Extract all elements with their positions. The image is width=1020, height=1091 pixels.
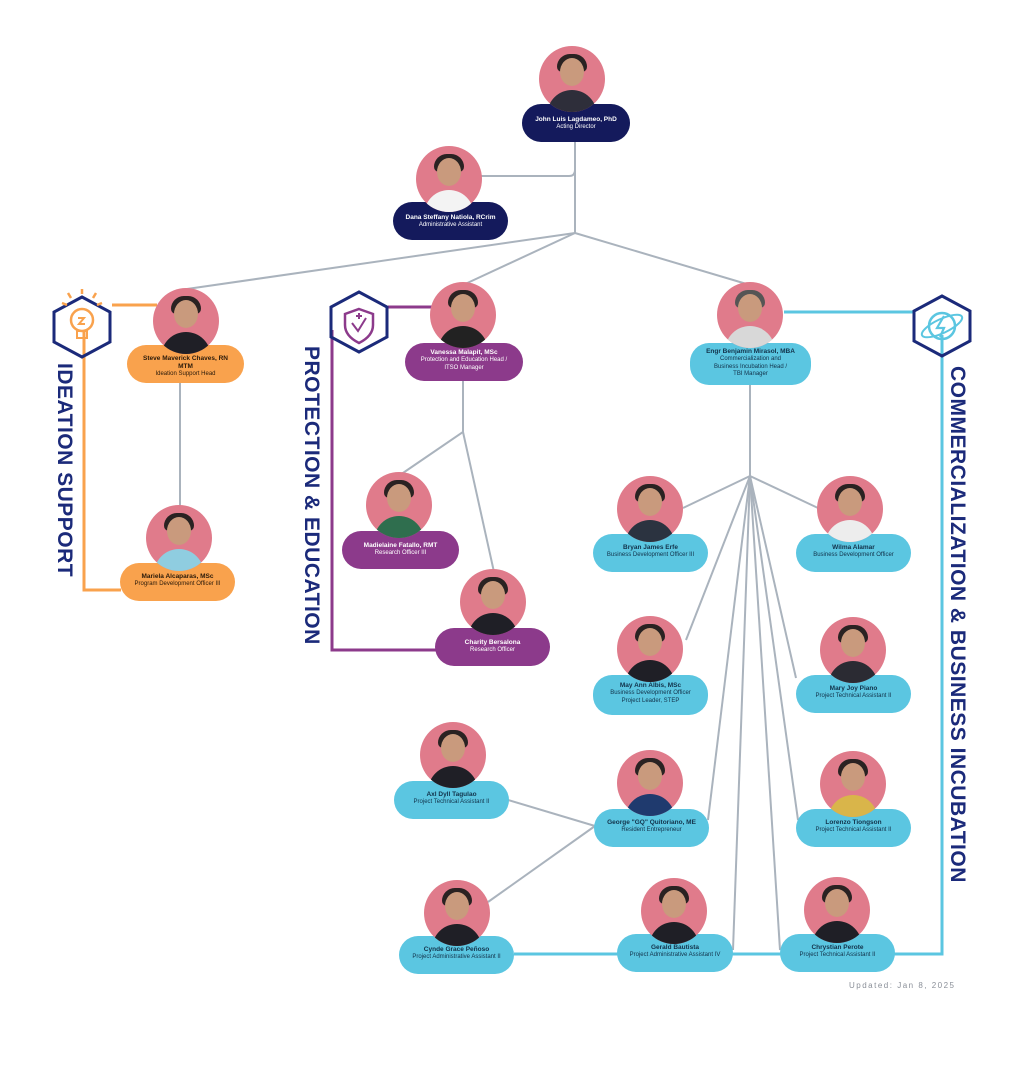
- avatar: [617, 476, 683, 542]
- person-title: Ideation Support Head: [155, 371, 216, 378]
- name-card: Engr Benjamin Mirasol, MBA Commercializa…: [690, 343, 811, 385]
- name-card: George "GQ" Quitoriano, ME Resident Entr…: [594, 809, 709, 847]
- avatar: [817, 476, 883, 542]
- avatar: [641, 878, 707, 944]
- person-title: Administrative Assistant: [418, 222, 483, 229]
- connector-protection-research1: [399, 380, 464, 476]
- person-name: Steve Maverick Chaves, RN MTM: [143, 355, 228, 371]
- protection-bracket: [330, 305, 437, 652]
- avatar: [416, 146, 482, 212]
- connector-to-tiongson: [749, 475, 799, 821]
- person-name: George "GQ" Quitoriano, ME: [607, 819, 696, 826]
- updated-date: Updated: Jan 8, 2025: [849, 981, 956, 990]
- person-name: Wilma Alamar: [832, 544, 875, 551]
- person-name: John Luis Lagdameo, PhD: [535, 116, 617, 123]
- avatar: [617, 616, 683, 682]
- name-card: Steve Maverick Chaves, RN MTM Ideation S…: [127, 345, 244, 383]
- person-title: Project Administrative Assistant II: [412, 954, 501, 961]
- person-name: Gerald Bautista: [650, 944, 700, 951]
- avatar: [366, 472, 432, 538]
- connector-to-perote: [749, 475, 781, 951]
- lightbulb-icon: [52, 289, 112, 359]
- name-card: Axl Dyll Tagulao Project Technical Assis…: [394, 781, 509, 819]
- person-title: Acting Director: [556, 124, 596, 131]
- section-label-ideation: IDEATION SUPPORT: [53, 363, 76, 578]
- connector-director-admin: [480, 140, 576, 177]
- person-title: Resident Entrepreneur: [621, 827, 682, 834]
- person-title: Commercialization and Business Incubatio…: [713, 356, 788, 378]
- person-name: May Ann Albis, MSc: [619, 682, 682, 689]
- person-name: Mariela Alcaparas, MSc: [141, 573, 214, 580]
- avatar: [430, 282, 496, 348]
- connector-hub-protection: [462, 232, 576, 286]
- connector-hub-commercial: [574, 232, 751, 286]
- person-name: Vanessa Malapit, MSc: [430, 349, 498, 356]
- connector-lines: [179, 140, 819, 951]
- person-name: Chrystian Perote: [811, 944, 864, 951]
- person-title: Research Officer III: [374, 550, 427, 557]
- person-title: Project Technical Assistant II: [799, 952, 876, 959]
- person-title: Project Administrative Assistant IV: [629, 952, 721, 959]
- connector-to-bautista: [732, 475, 751, 951]
- person-title: Program Development Officer III: [134, 581, 221, 588]
- person-name: Bryan James Erfe: [623, 544, 678, 551]
- connector-quitoriano-penoso: [487, 825, 596, 903]
- person-name: Cynde Grace Peñoso: [423, 946, 490, 953]
- person-name: Lorenzo Tiongson: [825, 819, 882, 826]
- avatar: [820, 617, 886, 683]
- connector-tagulao-quitoriano: [507, 799, 596, 827]
- avatar: [717, 282, 783, 348]
- person-title: Research Officer: [470, 647, 515, 654]
- avatar: [804, 877, 870, 943]
- ideation-bracket: [82, 303, 157, 592]
- lightning-globe-icon: [912, 294, 972, 358]
- connector-protection-research2: [462, 431, 495, 573]
- person-name: Engr Benjamin Mirasol, MBA: [706, 348, 795, 355]
- person-title: Business Development Officer Project Lea…: [610, 690, 691, 704]
- person-name: Dana Steffany Natiola, RCrim: [405, 214, 496, 221]
- connector-to-erfe: [682, 475, 751, 509]
- avatar: [153, 288, 219, 354]
- connector-to-piano: [749, 475, 797, 679]
- avatar: [539, 46, 605, 112]
- person-name: Axl Dyll Tagulao: [426, 791, 477, 798]
- name-card: Vanessa Malapit, MSc Protection and Educ…: [405, 343, 523, 381]
- person-title: Project Technical Assistant II: [815, 827, 892, 834]
- connector-to-alamar: [749, 475, 819, 509]
- shield-heart-icon: [329, 290, 389, 354]
- person-title: Business Development Officer III: [606, 552, 695, 559]
- connector-to-albis: [685, 475, 751, 641]
- section-label-commercialization: COMMERCIALIZATION & BUSINESS INCUBATION: [946, 366, 969, 883]
- connector-to-quitoriano: [707, 475, 751, 821]
- person-name: Charity Bersalona: [464, 639, 521, 646]
- person-title: Project Technical Assistant II: [815, 693, 892, 700]
- avatar: [460, 569, 526, 635]
- person-title: Protection and Education Head / ITSO Man…: [420, 357, 508, 371]
- avatar: [617, 750, 683, 816]
- person-name: Mary Joy Piano: [829, 685, 878, 692]
- person-title: Business Development Officer: [813, 552, 894, 559]
- connector-hub-ideation: [179, 232, 576, 291]
- avatar: [146, 505, 212, 571]
- person-title: Project Technical Assistant II: [413, 799, 490, 806]
- avatar: [424, 880, 490, 946]
- section-label-protection: PROTECTION & EDUCATION: [300, 346, 323, 645]
- avatar: [820, 751, 886, 817]
- avatar: [420, 722, 486, 788]
- person-name: Madielaine Fatallo, RMT: [363, 542, 438, 549]
